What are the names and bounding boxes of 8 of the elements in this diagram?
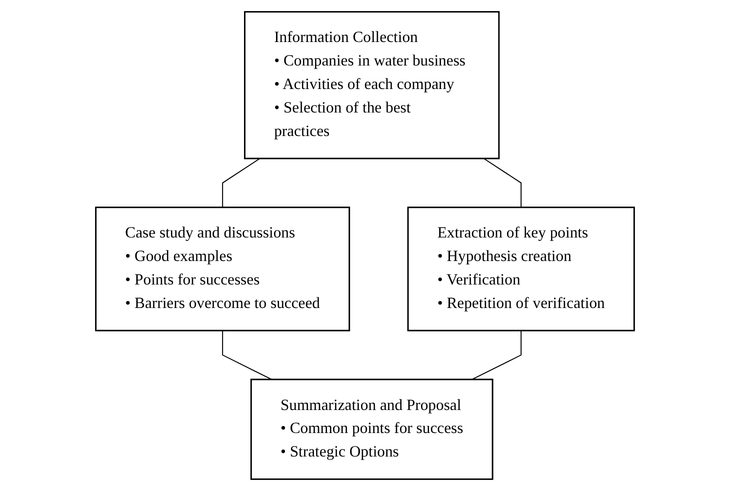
- node-box: Information Collection • Companies in water business • Activities of each company • Selection of the best practices: [244, 11, 500, 160]
- node-box: Case study and discussions • Good examples • Points for successes • Barriers overcome to succeed: [94, 206, 350, 332]
- node-box: Summarization and Proposal • Common points for success • Strategic Options: [250, 378, 493, 480]
- connector: [471, 330, 522, 380]
- connector: [222, 330, 272, 380]
- node-box: Extraction of key points • Hypothesis creation • Verification • Repetition of verification: [406, 206, 634, 332]
- connector: [482, 158, 522, 208]
- connector: [222, 158, 260, 208]
